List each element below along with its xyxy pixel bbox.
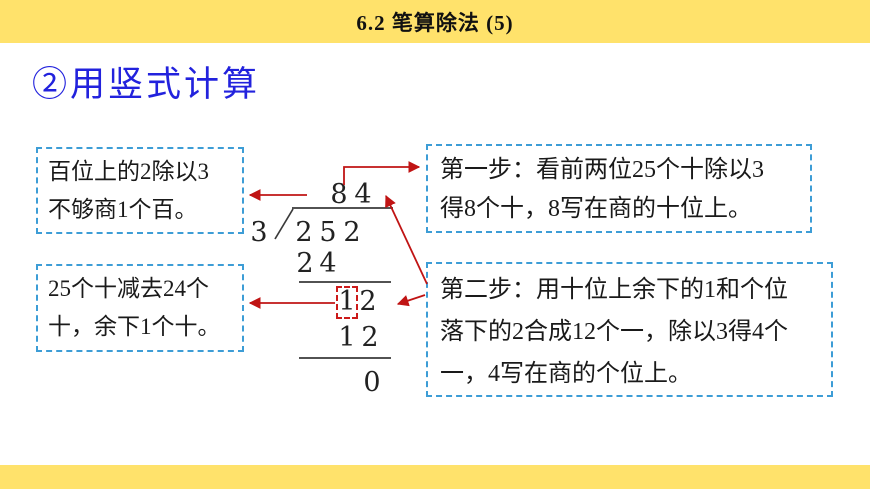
dividend-hundreds: 2 <box>295 217 313 248</box>
product1-tens: 2 <box>296 248 314 279</box>
dividend-ones: 2 <box>343 217 361 248</box>
product2-ones: 2 <box>361 322 379 353</box>
callout-text-line: 25个十减去24个 <box>48 276 209 301</box>
remainder-highlight-box <box>336 286 358 319</box>
product2-tens: 1 <box>338 322 356 353</box>
remainder1-tens: 1 <box>338 286 356 317</box>
dividend-tens: 5 <box>319 217 337 248</box>
callout-text-line: 第二步：用十位上余下的1和个位 <box>440 277 788 303</box>
remainder1-ones: 2 <box>359 286 377 317</box>
product1-ones: 4 <box>319 248 337 279</box>
callout-text-line: 第一步：看前两位25个十除以3 <box>440 157 764 183</box>
arrow-step2-to-quotient4 <box>385 194 428 285</box>
callout-left-top: 百位上的2除以3 不够商1个百。 <box>36 147 244 234</box>
slide-title: 6.2 笔算除法 (5) <box>356 10 514 35</box>
callout-step1: 第一步：看前两位25个十除以3 得8个十，8写在商的十位上。 <box>426 144 812 233</box>
arrow-step2-to-remainder12 <box>396 294 426 307</box>
callout-text-line: 一，4写在商的个位上。 <box>440 361 692 387</box>
divisor-digit: 3 <box>250 217 268 248</box>
callout-text-line: 得8个十，8写在商的十位上。 <box>440 196 752 222</box>
quotient-tens-digit: 8 <box>330 179 348 210</box>
callout-text-line: 落下的2合成12个一，除以3得4个 <box>440 319 788 345</box>
callout-text-line: 百位上的2除以3 <box>48 159 209 184</box>
callout-text-line: 十，余下1个十。 <box>48 314 221 339</box>
callout-text-line: 不够商1个百。 <box>48 197 198 222</box>
result-digit: 0 <box>363 367 381 398</box>
callout-left-bottom: 25个十减去24个 十，余下1个十。 <box>36 264 244 352</box>
quotient-ones-digit: 4 <box>354 179 372 210</box>
footer-bar <box>0 465 870 489</box>
header-bar: 6.2 笔算除法 (5) <box>0 0 870 43</box>
callout-step2: 第二步：用十位上余下的1和个位 落下的2合成12个一，除以3得4个 一，4写在商… <box>426 262 833 397</box>
section-heading: ②用竖式计算 <box>32 65 261 104</box>
